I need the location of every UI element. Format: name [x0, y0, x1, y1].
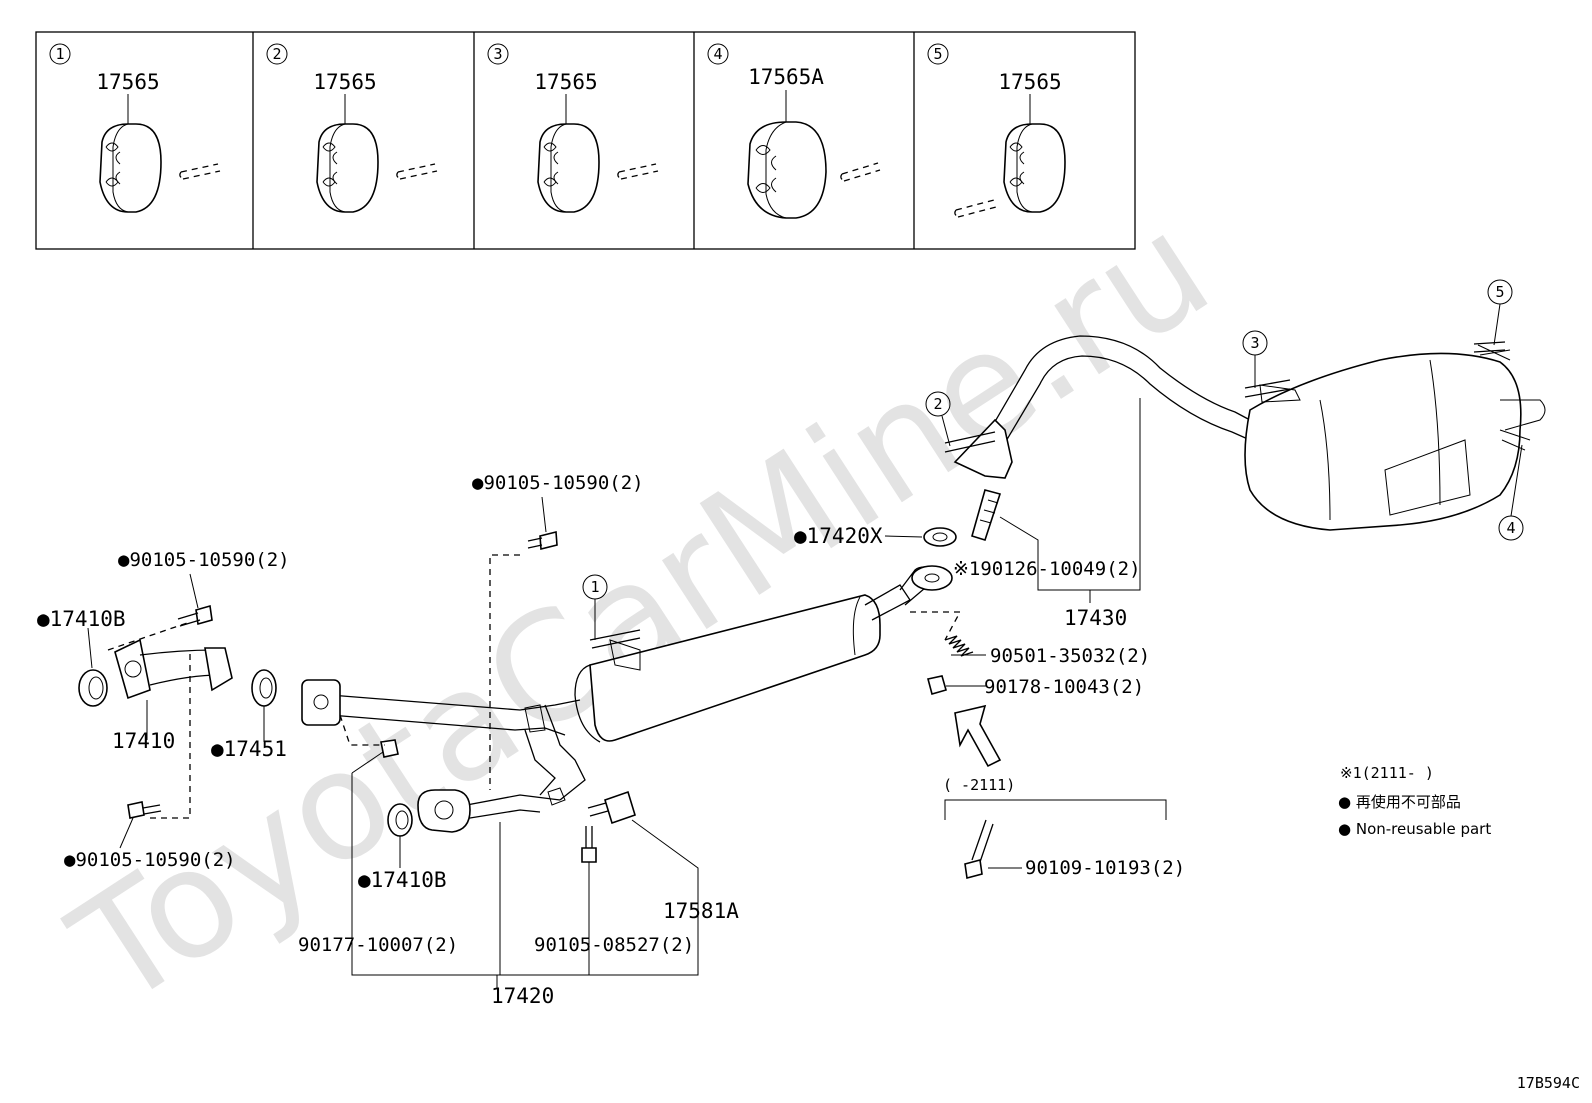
part-labels: ●90105-10590(2) ●90105-10590(2) ●17410B …: [37, 472, 1185, 1008]
direction-arrow-icon: [954, 704, 1002, 768]
bolt-90109-icon: [964, 819, 994, 880]
label-bolt-90105-08527: 90105-08527(2): [534, 934, 694, 956]
legend: ※1(2111- ) ● 再使用不可部品 ● Non-reusable part: [1338, 764, 1491, 838]
label-nut-90178: 90178-10043(2): [984, 676, 1144, 698]
label-mount-17581A: 17581A: [663, 899, 739, 923]
legend-note-2: ● 再使用不可部品: [1338, 793, 1461, 811]
svg-text:4: 4: [1506, 519, 1515, 537]
inset-part-number: 17565: [313, 70, 376, 94]
inset-index-number: 3: [493, 45, 502, 63]
inset-index-badge: [266, 43, 288, 65]
label-bolt-top-center: ●90105-10590(2): [472, 472, 644, 494]
inset-4: 4 17565A: [707, 43, 881, 219]
legend-note-3: ● Non-reusable part: [1338, 820, 1491, 838]
label-gasket-17410B-lower: ●17410B: [358, 868, 447, 892]
nut-90178-icon: [927, 675, 947, 695]
callout-3: 3: [1242, 330, 1268, 388]
mount-17581A-icon: [587, 790, 636, 825]
legend-note-1: ※1(2111- ): [1340, 764, 1434, 782]
label-bolt-90109: 90109-10193(2): [1025, 857, 1185, 879]
alignment-dashes: [107, 554, 962, 819]
bolt-left-top-icon: [177, 604, 213, 627]
inset-index-badge: [49, 43, 71, 65]
label-pipe-17420: 17420: [491, 984, 554, 1008]
front-pipe-17410: [114, 638, 233, 700]
label-bolt-left-top: ●90105-10590(2): [118, 549, 290, 571]
inset-part-number: 17565: [998, 70, 1061, 94]
inset-index-badge: [707, 43, 729, 65]
rubber-hanger-icon: [316, 123, 379, 213]
callout-5: 5: [1487, 279, 1513, 346]
label-muffler-17430: 17430: [1064, 606, 1127, 630]
rear-muffler-assembly: [953, 335, 1546, 531]
label-gasket-17410B-left: ●17410B: [37, 607, 126, 631]
callout-2: 2: [925, 391, 951, 447]
nut-90177-icon: [380, 739, 399, 758]
label-gasket-17420X: ●17420X: [794, 524, 883, 548]
svg-text:5: 5: [1495, 283, 1504, 301]
rubber-hanger-icon: [99, 123, 162, 213]
rubber-hanger-icon: [537, 123, 600, 213]
rubber-hanger-icon: [747, 121, 827, 219]
callout-4: 4: [1498, 444, 1524, 541]
center-pipe-assembly: [301, 565, 953, 833]
figure-code: 17B594C: [1517, 1074, 1580, 1092]
inset-index-badge: [927, 43, 949, 65]
callout-1: 1: [582, 574, 608, 640]
inset-3: 3 17565: [487, 43, 659, 213]
inset-1: 1 17565: [49, 43, 221, 213]
gasket-17420X: [923, 527, 957, 547]
inset-panel: [35, 31, 1136, 250]
bolt-left-bottom-icon: [127, 801, 162, 819]
svg-text:1: 1: [590, 578, 599, 596]
rubber-hanger-icon: [1003, 123, 1066, 213]
label-range-bracket: ( -2111): [943, 776, 1015, 794]
stud-190126-icon: [971, 489, 1002, 541]
gasket-17410B-left: [78, 669, 108, 707]
inset-index-number: 5: [933, 45, 942, 63]
svg-text:3: 3: [1250, 334, 1259, 352]
label-nut-90177: 90177-10007(2): [298, 934, 458, 956]
label-spring-90501: 90501-35032(2): [990, 645, 1150, 667]
inset-part-number: 17565A: [748, 65, 824, 89]
spring-90501-icon: [944, 635, 974, 657]
watermark-text: ToyotaCarMine.ru: [44, 181, 1239, 1041]
bolt-top-center-icon: [527, 530, 558, 551]
inset-index-number: 1: [55, 45, 64, 63]
label-bolt-left-bottom: ●90105-10590(2): [64, 849, 236, 871]
svg-text:2: 2: [933, 395, 942, 413]
gasket-17410B-lower: [387, 803, 413, 837]
inset-2: 2 17565: [266, 43, 438, 213]
inset-part-number: 17565: [96, 70, 159, 94]
inset-index-badge: [487, 43, 509, 65]
hanger-rods: [589, 341, 1506, 649]
bolt-90105-08527-icon: [581, 826, 597, 863]
inset-index-number: 2: [272, 45, 281, 63]
inset-part-number: 17565: [534, 70, 597, 94]
inset-5: 5 17565: [927, 43, 1066, 218]
gasket-17451: [251, 669, 277, 707]
label-gasket-17451: ●17451: [211, 737, 287, 761]
label-pipe-17410: 17410: [112, 729, 175, 753]
leader-lines: [87, 398, 1167, 988]
inset-index-number: 4: [713, 45, 722, 63]
label-stud-190126: ※190126-10049(2): [953, 558, 1141, 580]
